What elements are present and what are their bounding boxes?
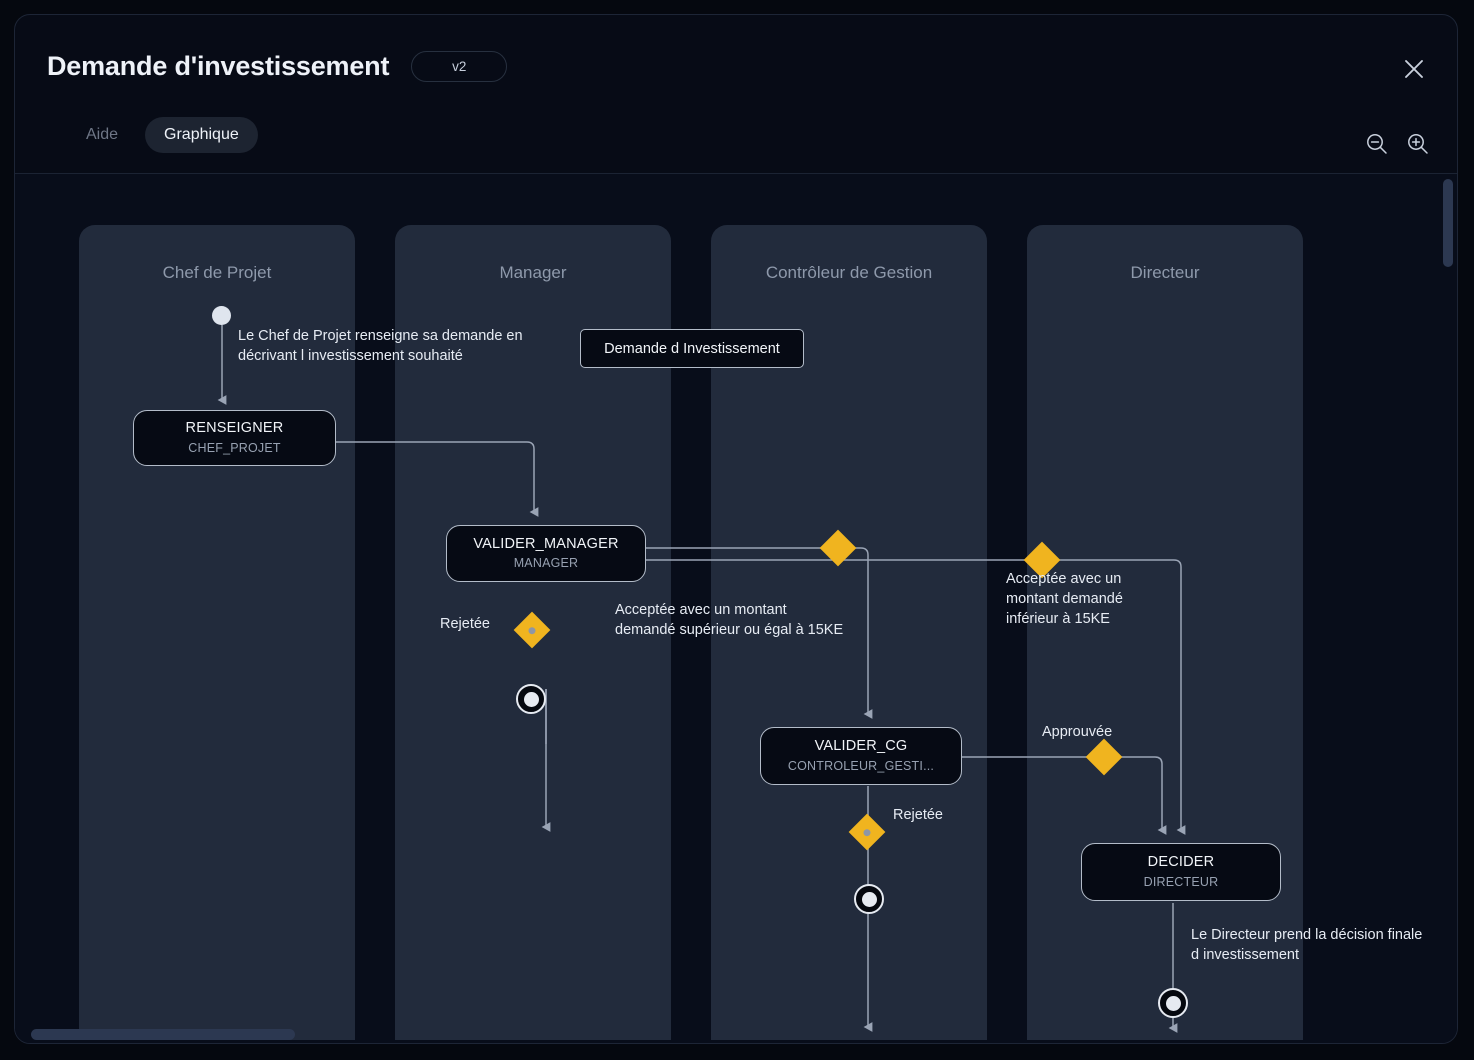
tab-graphique[interactable]: Graphique bbox=[145, 117, 258, 153]
zoom-out-icon[interactable] bbox=[1365, 132, 1388, 155]
node-subtitle: CHEF_PROJET bbox=[188, 440, 281, 455]
task-node-valider-manager[interactable]: VALIDER_MANAGER MANAGER bbox=[446, 525, 646, 582]
close-icon[interactable] bbox=[1400, 55, 1428, 83]
node-subtitle: MANAGER bbox=[513, 556, 579, 571]
task-node-renseigner[interactable]: RENSEIGNER CHEF_PROJET bbox=[133, 410, 336, 466]
diagram-canvas[interactable]: Chef de Projet Manager Contrôleur de Ges… bbox=[15, 174, 1457, 1043]
node-subtitle: CONTROLEUR_GESTI... bbox=[787, 758, 935, 773]
annotation-montant-superieur: Acceptée avec un montant demandé supérie… bbox=[615, 602, 844, 638]
annotation-decision-finale: Le Directeur prend la décision finale d … bbox=[1191, 927, 1423, 963]
vertical-scrollbar-thumb[interactable] bbox=[1443, 179, 1453, 267]
version-badge: v2 bbox=[411, 51, 508, 82]
horizontal-scrollbar-thumb[interactable] bbox=[31, 1029, 295, 1040]
lane-chef-de-projet[interactable]: Chef de Projet bbox=[79, 225, 355, 1040]
lane-title: Chef de Projet bbox=[162, 263, 272, 282]
edge-label-rejetee-cg: Rejetée bbox=[893, 807, 943, 823]
tab-aide[interactable]: Aide bbox=[86, 126, 119, 143]
zoom-controls bbox=[1365, 132, 1429, 155]
lane-directeur[interactable]: Directeur bbox=[1027, 225, 1303, 1040]
diagram-viewport: Chef de Projet Manager Contrôleur de Ges… bbox=[15, 174, 1457, 1043]
annotation-start: Le Chef de Projet renseigne sa demande e… bbox=[238, 328, 523, 364]
end-event-node-cg-rejetee[interactable] bbox=[854, 884, 884, 914]
node-title: RENSEIGNER bbox=[185, 420, 284, 437]
start-event-node[interactable] bbox=[212, 306, 231, 325]
task-node-decider[interactable]: DECIDER DIRECTEUR bbox=[1081, 843, 1281, 901]
node-title: VALIDER_MANAGER bbox=[473, 535, 619, 552]
zoom-in-icon[interactable] bbox=[1406, 132, 1429, 155]
data-object-demande-investissement[interactable]: Demande d Investissement bbox=[580, 329, 804, 368]
title-row: Demande d'investissement v2 bbox=[47, 51, 508, 82]
lane-title: Directeur bbox=[1130, 263, 1200, 282]
page-title: Demande d'investissement bbox=[47, 51, 390, 81]
end-event-node-final[interactable] bbox=[1158, 988, 1188, 1018]
header-divider bbox=[15, 173, 1457, 174]
end-event-node-manager-rejetee[interactable] bbox=[516, 684, 546, 714]
modal-header: Demande d'investissement v2 Aide Graphiq… bbox=[15, 15, 1457, 174]
node-subtitle: DIRECTEUR bbox=[1143, 874, 1219, 889]
vertical-scrollbar[interactable] bbox=[1441, 174, 1455, 1034]
node-title: VALIDER_CG bbox=[814, 738, 908, 755]
lane-title: Manager bbox=[499, 263, 567, 282]
node-title: DECIDER bbox=[1147, 854, 1215, 871]
task-node-valider-cg[interactable]: VALIDER_CG CONTROLEUR_GESTI... bbox=[760, 727, 962, 785]
edge-label-approuvee: Approuvée bbox=[1042, 724, 1113, 740]
lane-title: Contrôleur de Gestion bbox=[765, 263, 933, 282]
horizontal-scrollbar[interactable] bbox=[15, 1027, 1457, 1041]
workflow-modal: Demande d'investissement v2 Aide Graphiq… bbox=[14, 14, 1458, 1044]
edge-label-rejetee-manager: Rejetée bbox=[440, 616, 490, 632]
tab-bar: Aide Graphique bbox=[67, 117, 258, 153]
annotation-montant-inferieur: Acceptée avec un montant demandé inférie… bbox=[1006, 571, 1123, 627]
